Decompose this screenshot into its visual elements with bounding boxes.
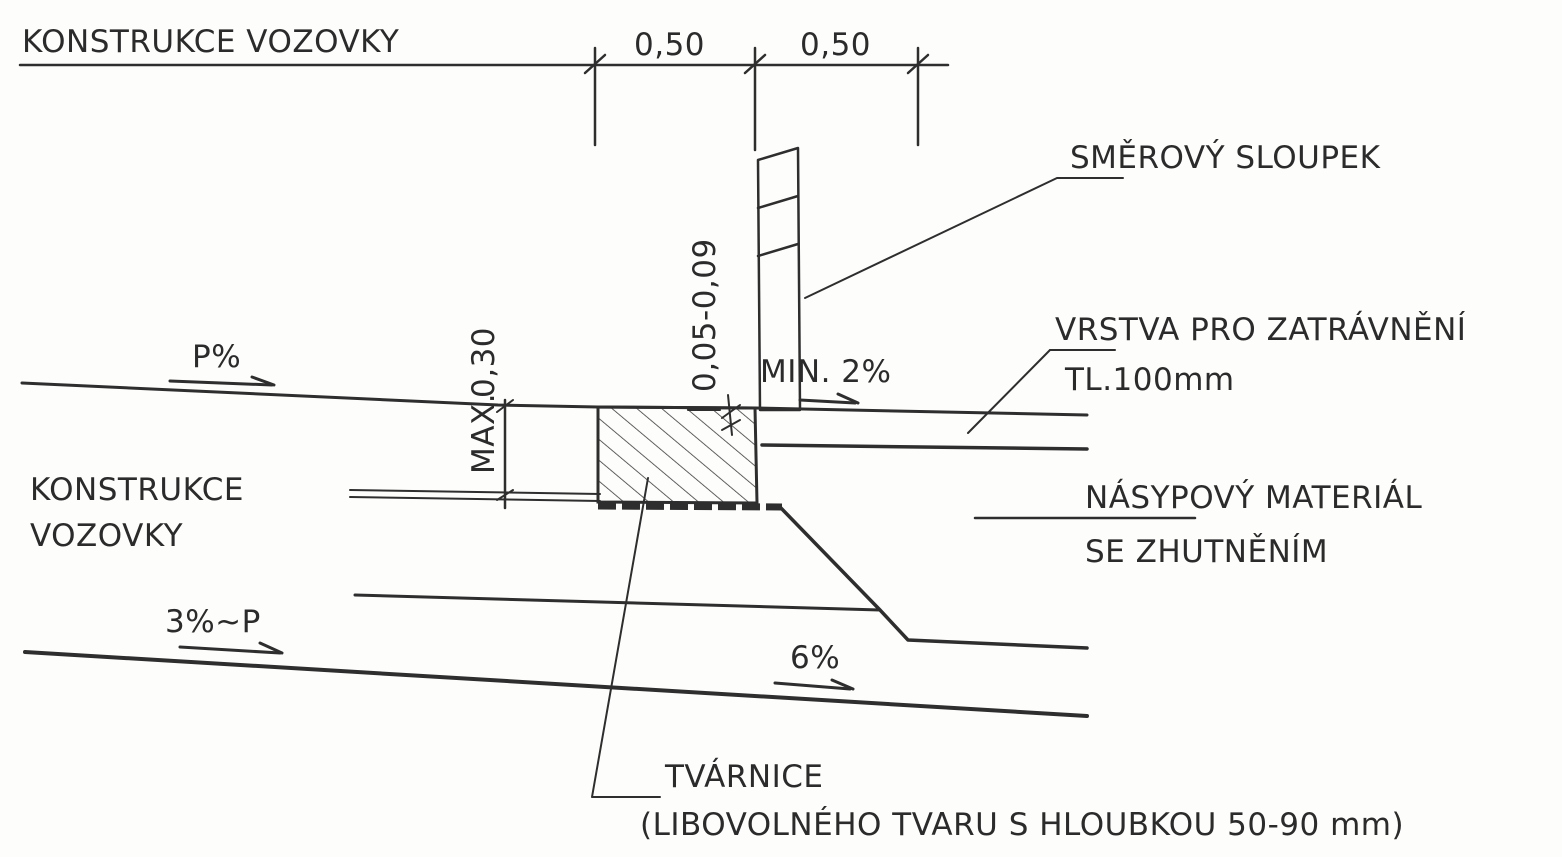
arrow-bottom-slope bbox=[178, 641, 284, 655]
grass-layer-label: VRSTVA PRO ZATRÁVNĚNÍ bbox=[1055, 312, 1466, 348]
embankment-slope-line bbox=[778, 505, 1089, 650]
dimension-left-label: 0,50 bbox=[634, 27, 705, 63]
post-leader-line bbox=[804, 177, 1124, 299]
grass-thickness-label: TL.100mm bbox=[1064, 362, 1235, 398]
bottom-slope-label: 3%~P bbox=[165, 604, 261, 640]
dimension-chain-top bbox=[583, 46, 930, 152]
road-construction-label-line2: VOZOVKY bbox=[30, 518, 183, 554]
max-depth-dimension bbox=[496, 398, 514, 510]
road-surface-line bbox=[20, 381, 1089, 417]
arrow-min-slope bbox=[798, 392, 860, 405]
block-label-line2: (LIBOVOLNÉHO TVARU S HLOUBKOU 50-90 mm) bbox=[640, 807, 1404, 843]
min-slope-label: MIN. 2% bbox=[760, 354, 891, 390]
subgrade-slope-label: 6% bbox=[790, 640, 840, 676]
title-label: KONSTRUKCE VOZOVKY bbox=[22, 24, 399, 60]
edge-block-hatched bbox=[596, 405, 759, 505]
max-value-label: 0,30 bbox=[466, 327, 502, 398]
block-height-dimension bbox=[687, 394, 741, 436]
road-construction-label-line1: KONSTRUKCE bbox=[30, 472, 244, 508]
top-slope-label: P% bbox=[192, 339, 241, 375]
grass-leader-line bbox=[967, 349, 1051, 434]
grass-layer-bottom-line bbox=[760, 443, 1089, 451]
subbase-layer-line bbox=[353, 593, 882, 612]
block-base-line bbox=[597, 502, 783, 511]
subgrade-line bbox=[23, 650, 1089, 718]
max-label: MAX. bbox=[466, 393, 502, 474]
block-label-line1: TVÁRNICE bbox=[664, 759, 823, 795]
post-label: SMĚROVÝ SLOUPEK bbox=[1070, 140, 1381, 176]
block-leader-line bbox=[591, 477, 661, 798]
road-layer-line-upper bbox=[349, 489, 601, 495]
dimension-right-label: 0,50 bbox=[800, 27, 871, 63]
road-layer-line-lower bbox=[349, 496, 601, 502]
arrow-subgrade-slope bbox=[773, 678, 855, 691]
arrow-top-slope bbox=[168, 375, 276, 387]
block-height-label: 0,05-0,09 bbox=[687, 238, 723, 392]
fill-material-label-line1: NÁSYPOVÝ MATERIÁL bbox=[1085, 480, 1423, 516]
fill-material-label-line2: SE ZHUTNĚNÍM bbox=[1085, 534, 1328, 570]
